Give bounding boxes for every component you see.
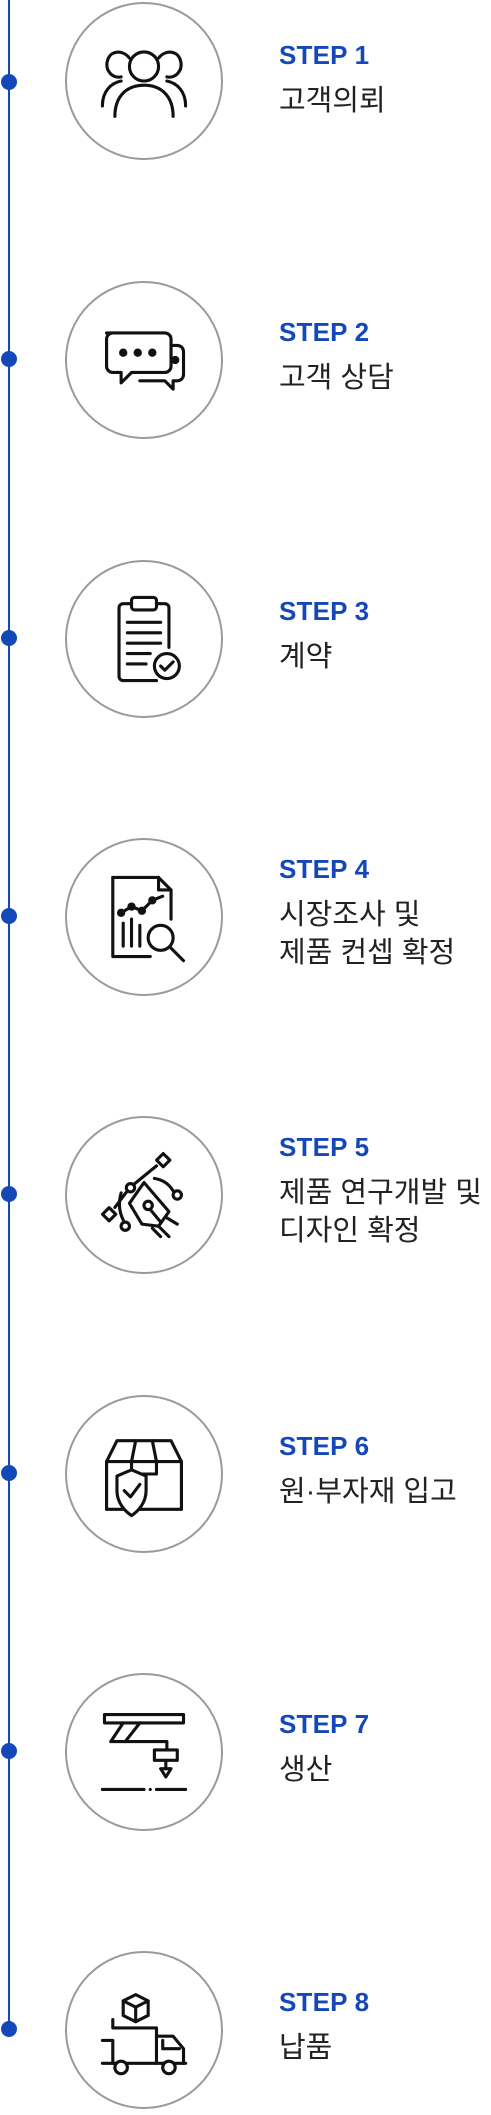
step-1: STEP 1 고객의뢰 bbox=[0, 2, 491, 164]
step-8-label: STEP 8 bbox=[279, 1987, 370, 2017]
step-8-title: 납품 bbox=[279, 2029, 332, 2067]
timeline-dot bbox=[1, 908, 17, 924]
step-1-icon-circle bbox=[65, 2, 223, 160]
timeline-line bbox=[8, 0, 10, 2035]
step-2-icon-circle bbox=[65, 281, 223, 439]
timeline-dot bbox=[1, 1465, 17, 1481]
step-3-icon-circle bbox=[65, 560, 223, 718]
step-5-label: STEP 5 bbox=[279, 1132, 370, 1162]
timeline-dot bbox=[1, 630, 17, 646]
step-3-title: 계약 bbox=[279, 638, 332, 676]
step-8-title-line-1: 납품 bbox=[279, 2032, 333, 2064]
step-7-label: STEP 7 bbox=[279, 1709, 370, 1739]
timeline-dot bbox=[1, 2021, 17, 2037]
step-4-title-line-1: 시장조사 및 bbox=[279, 899, 421, 931]
step-3: STEP 3 계약 bbox=[0, 560, 491, 722]
step-4: STEP 4 시장조사 및 제품 컨셉 확정 bbox=[0, 838, 491, 1000]
step-7-title: 생산 bbox=[279, 1751, 332, 1789]
step-6-label: STEP 6 bbox=[279, 1431, 370, 1461]
step-5-icon-circle bbox=[65, 1116, 223, 1274]
step-4-title: 시장조사 및 제품 컨셉 확정 bbox=[279, 896, 455, 972]
step-3-title-line-1: 계약 bbox=[279, 641, 333, 673]
step-6-title-line-1: 원·부자재 입고 bbox=[279, 1476, 457, 1508]
report-search-icon bbox=[111, 875, 186, 963]
step-7: STEP 7 생산 bbox=[0, 1673, 491, 1835]
production-machine-icon bbox=[100, 1713, 188, 1791]
pen-tool-icon bbox=[100, 1151, 183, 1239]
step-7-title-line-1: 생산 bbox=[279, 1754, 333, 1786]
step-5: STEP 5 제품 연구개발 및 디자인 확정 bbox=[0, 1116, 491, 1278]
step-2: STEP 2 고객 상담 bbox=[0, 281, 491, 443]
timeline-dot bbox=[1, 1743, 17, 1759]
step-7-icon-circle bbox=[65, 1673, 223, 1831]
step-2-label: STEP 2 bbox=[279, 317, 370, 347]
step-1-label: STEP 1 bbox=[279, 40, 370, 70]
chat-bubbles-icon bbox=[105, 331, 186, 391]
timeline-dot bbox=[1, 1186, 17, 1202]
step-4-label: STEP 4 bbox=[279, 854, 370, 884]
step-1-title: 고객의뢰 bbox=[279, 82, 386, 120]
box-shield-icon bbox=[105, 1439, 183, 1518]
timeline-dot bbox=[1, 74, 17, 90]
step-6: STEP 6 원·부자재 입고 bbox=[0, 1395, 491, 1557]
step-6-icon-circle bbox=[65, 1395, 223, 1553]
step-2-title-line-1: 고객 상담 bbox=[279, 362, 394, 394]
step-3-label: STEP 3 bbox=[279, 596, 370, 626]
step-1-title-line-1: 고객의뢰 bbox=[279, 85, 386, 117]
step-6-title: 원·부자재 입고 bbox=[279, 1473, 457, 1511]
step-5-title: 제품 연구개발 및 디자인 확정 bbox=[279, 1174, 482, 1250]
timeline-dot bbox=[1, 351, 17, 367]
delivery-truck-icon bbox=[100, 1993, 188, 2076]
step-5-title-line-1: 제품 연구개발 및 bbox=[279, 1177, 482, 1209]
step-4-icon-circle bbox=[65, 838, 223, 996]
step-8-icon-circle bbox=[65, 1951, 223, 2109]
clipboard-check-icon bbox=[117, 595, 181, 683]
step-8: STEP 8 납품 bbox=[0, 1951, 491, 2113]
users-icon bbox=[100, 50, 188, 118]
step-4-title-line-2: 제품 컨셉 확정 bbox=[279, 937, 456, 969]
step-5-title-line-2: 디자인 확정 bbox=[279, 1215, 421, 1247]
step-2-title: 고객 상담 bbox=[279, 359, 394, 397]
